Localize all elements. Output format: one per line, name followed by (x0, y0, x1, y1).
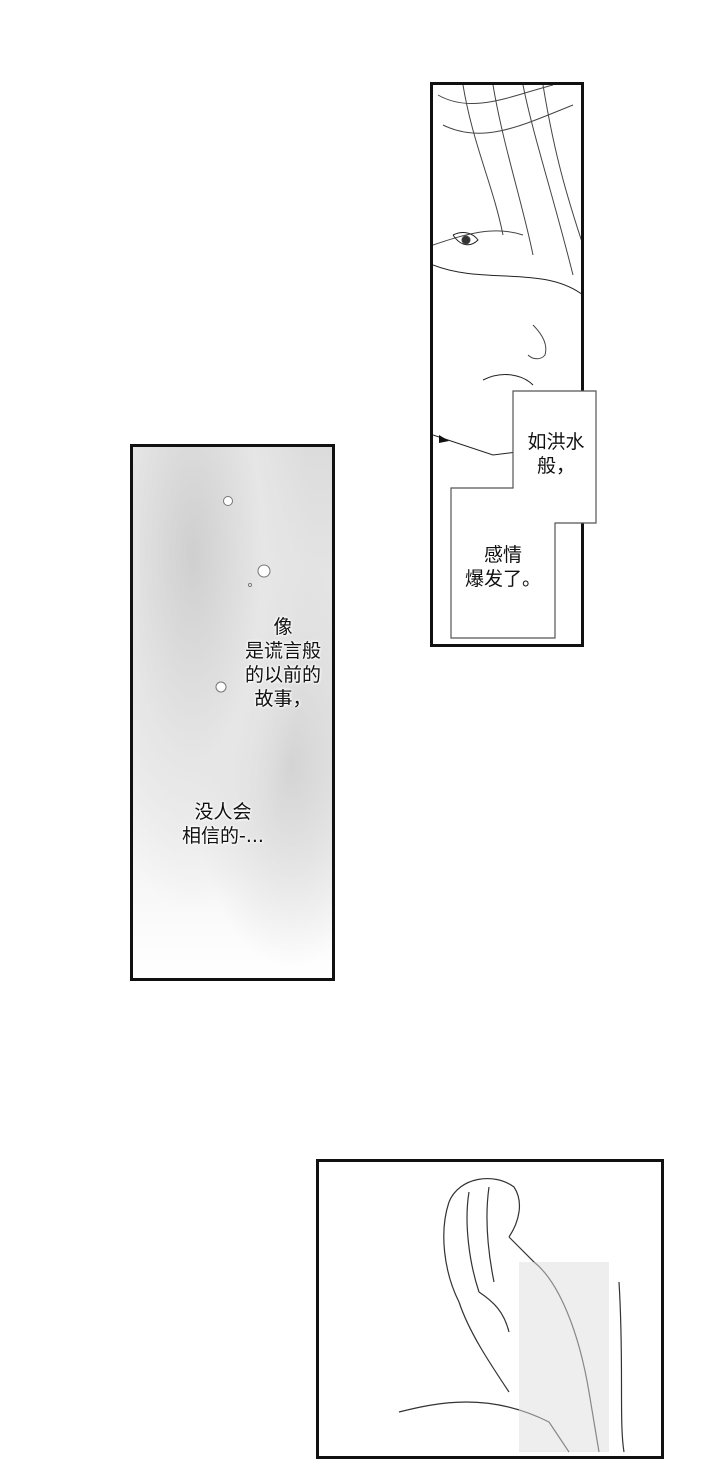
caption-line: 故事， (254, 688, 312, 710)
caption-nobody: 没人会 相信的-... (168, 800, 278, 848)
caption-line: 爆发了。 (464, 568, 541, 590)
caption-lie: 像 是谎言般 的以前的 故事， (228, 615, 332, 711)
caption-flood: 如洪水 般， (518, 430, 594, 478)
caption-box-shape (450, 390, 597, 639)
caption-line: 没人会 (194, 801, 252, 823)
bubble (248, 583, 252, 587)
man-art (398, 1178, 625, 1453)
caption-line: 相信的-... (182, 825, 264, 847)
caption-line: 的以前的 (244, 664, 321, 686)
bubble (257, 564, 271, 578)
caption-emotion: 感情 爆发了。 (452, 543, 554, 591)
caption-line: 是谎言般 (244, 640, 321, 662)
caption-line: 如洪水 (527, 431, 585, 453)
face-closeup-art (433, 85, 581, 456)
panel-bubbles: 像 是谎言般 的以前的 故事， 没人会 相信的-... (130, 444, 335, 981)
bubbles-art (215, 496, 271, 693)
caption-line: 感情 (483, 544, 522, 566)
caption-line: 像 (273, 616, 293, 638)
panel-man-covering-face (316, 1159, 664, 1459)
caption-line: 般， (536, 455, 575, 477)
bubble (223, 496, 233, 506)
bubble (215, 681, 227, 693)
